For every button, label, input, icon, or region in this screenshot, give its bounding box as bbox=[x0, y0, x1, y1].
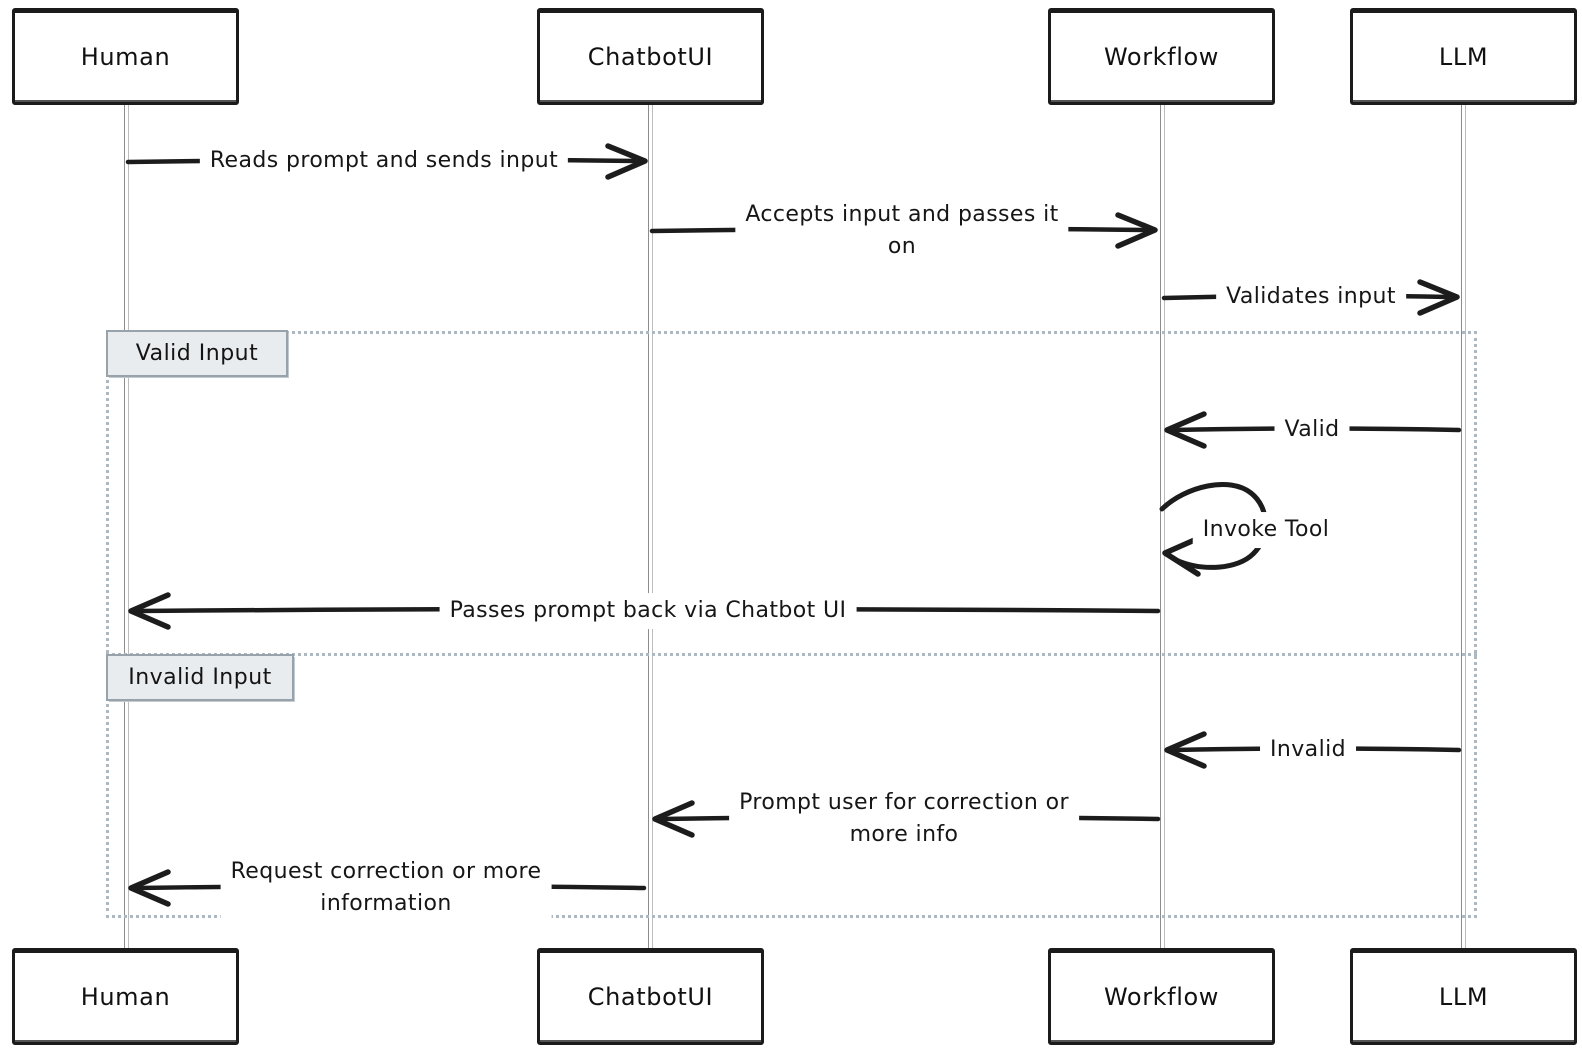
alt-label-invalid-input: Invalid Input bbox=[106, 654, 294, 701]
message-label-request-correction: Request correction or more information bbox=[220, 854, 552, 922]
actor-bottom-workflow: Workflow bbox=[1048, 948, 1275, 1045]
arrowhead-right-icon bbox=[605, 143, 648, 180]
actor-top-llm-label: LLM bbox=[1438, 42, 1489, 71]
message-label-valid: Valid bbox=[1274, 412, 1350, 448]
arrowhead-left-icon bbox=[652, 800, 695, 838]
lifeline-chatbotui bbox=[648, 105, 653, 948]
actor-top-human: Human bbox=[12, 8, 239, 105]
arrowhead-left-icon bbox=[1164, 411, 1207, 449]
actor-top-workflow-label: Workflow bbox=[1103, 42, 1219, 71]
message-label-accepts-input: Accepts input and passes it on bbox=[735, 197, 1069, 265]
actor-bottom-llm: LLM bbox=[1350, 948, 1577, 1045]
arrowhead-right-icon bbox=[1417, 279, 1460, 316]
lifeline-llm bbox=[1461, 105, 1466, 948]
alt-section-divider bbox=[106, 653, 1477, 656]
actor-bottom-chatbotui: ChatbotUI bbox=[537, 948, 764, 1045]
actor-bottom-chatbotui-label: ChatbotUI bbox=[587, 982, 714, 1011]
actor-top-chatbotui-label: ChatbotUI bbox=[587, 42, 714, 71]
actor-bottom-human-label: Human bbox=[80, 982, 171, 1011]
actor-top-chatbotui: ChatbotUI bbox=[537, 8, 764, 105]
lifeline-workflow bbox=[1160, 105, 1165, 948]
arrowhead-left-icon bbox=[128, 869, 171, 907]
alt-label-invalid-input-text: Invalid Input bbox=[128, 665, 272, 690]
arrowhead-left-icon bbox=[128, 592, 171, 630]
lifeline-human bbox=[124, 105, 129, 948]
alt-frame bbox=[106, 331, 1477, 918]
alt-label-valid-input-text: Valid Input bbox=[135, 341, 259, 366]
arrowhead-right-icon bbox=[1115, 212, 1158, 249]
actor-bottom-llm-label: LLM bbox=[1438, 982, 1489, 1011]
actor-top-llm: LLM bbox=[1350, 8, 1577, 105]
actor-bottom-human: Human bbox=[12, 948, 239, 1045]
message-label-validates-input: Validates input bbox=[1216, 279, 1406, 315]
message-label-invoke-tool: Invoke Tool bbox=[1192, 512, 1340, 548]
arrowhead-left-icon bbox=[1162, 535, 1202, 577]
actor-top-workflow: Workflow bbox=[1048, 8, 1275, 105]
actor-top-human-label: Human bbox=[80, 42, 171, 71]
message-label-invalid: Invalid bbox=[1260, 732, 1356, 768]
message-label-passes-prompt-back: Passes prompt back via Chatbot UI bbox=[439, 593, 857, 629]
message-label-reads-prompt: Reads prompt and sends input bbox=[199, 143, 569, 179]
actor-bottom-workflow-label: Workflow bbox=[1103, 982, 1219, 1011]
message-label-prompt-user: Prompt user for correction or more info bbox=[729, 785, 1079, 853]
alt-label-valid-input: Valid Input bbox=[106, 330, 288, 377]
arrowhead-left-icon bbox=[1164, 731, 1207, 769]
